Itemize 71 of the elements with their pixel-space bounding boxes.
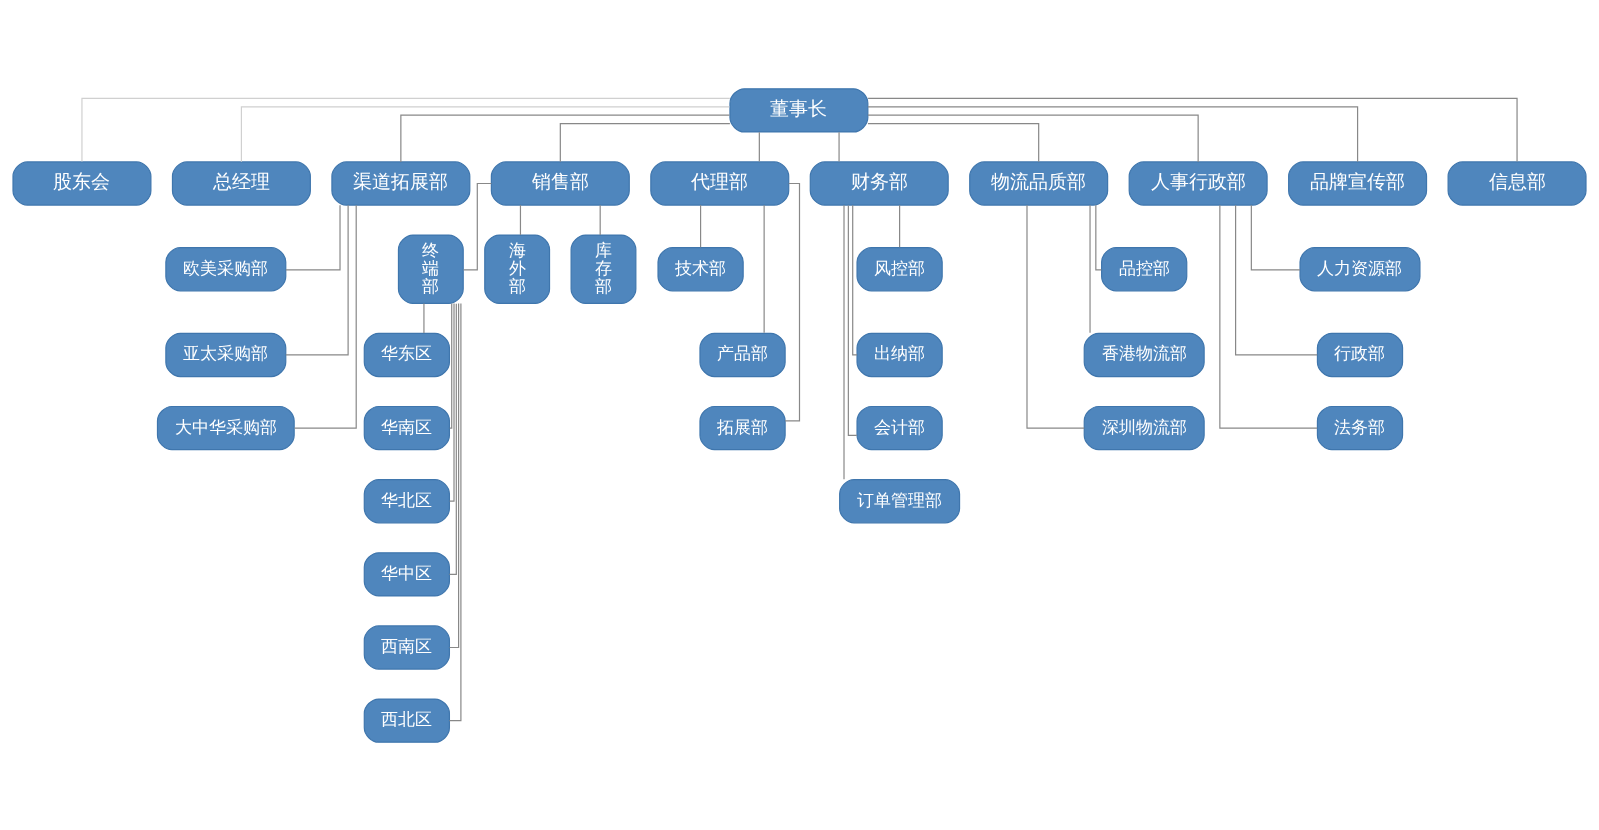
connector — [758, 131, 760, 162]
connector — [400, 114, 731, 162]
node-box: 股东会 — [12, 160, 152, 206]
connector — [763, 204, 765, 333]
connector — [838, 131, 840, 162]
node-box: 库存部 — [570, 233, 637, 304]
node-box: 财务部 — [809, 160, 949, 206]
connector — [463, 182, 492, 270]
node-box: 华南区 — [363, 405, 451, 450]
connector — [448, 302, 457, 575]
connector — [852, 204, 858, 356]
node-box: 行政部 — [1316, 332, 1404, 377]
connector — [867, 114, 1199, 162]
node-box: 产品部 — [699, 332, 786, 377]
node-box: 亚太采购部 — [165, 332, 287, 377]
connector — [293, 204, 357, 429]
node-box: 终端部 — [397, 233, 464, 304]
connector — [449, 302, 453, 429]
connector — [81, 97, 731, 162]
node-box: 出纳部 — [856, 332, 943, 377]
connector — [449, 302, 460, 648]
node-box: 总经理 — [171, 160, 311, 206]
connector — [899, 204, 901, 248]
node-box: 销售部 — [490, 160, 630, 206]
connector — [449, 302, 455, 502]
node-box: 人力资源部 — [1299, 246, 1421, 291]
connector — [1235, 204, 1318, 356]
node-box: 风控部 — [856, 246, 943, 291]
node-box: 董事长 — [729, 87, 869, 133]
connector — [847, 204, 858, 436]
node-box: 西南区 — [363, 624, 451, 670]
connector — [867, 105, 1359, 162]
node-box: 深圳物流部 — [1083, 405, 1205, 450]
node-box: 华北区 — [363, 478, 451, 523]
node-box: 华中区 — [363, 551, 451, 597]
connector — [843, 204, 845, 480]
connector — [285, 204, 341, 270]
connector — [519, 204, 522, 236]
connector — [559, 122, 731, 162]
node-box: 香港物流部 — [1083, 332, 1205, 377]
connector — [285, 204, 349, 356]
connector — [1095, 204, 1102, 270]
node-box: 海外部 — [484, 233, 551, 304]
connector — [867, 122, 1040, 162]
node-box: 华东区 — [363, 332, 451, 377]
connector — [700, 204, 702, 248]
node-box: 物流品质部 — [969, 160, 1109, 206]
node-box: 法务部 — [1316, 405, 1404, 450]
connector — [423, 302, 425, 333]
node-box: 大中华采购部 — [156, 405, 295, 450]
connector — [599, 204, 601, 236]
connector — [784, 182, 801, 421]
node-box: 订单管理部 — [839, 478, 961, 523]
node-box: 品牌宣传部 — [1288, 160, 1428, 206]
node-box: 拓展部 — [699, 405, 786, 450]
connector — [448, 302, 462, 721]
node-box: 欧美采购部 — [165, 246, 287, 291]
node-box: 代理部 — [650, 160, 790, 206]
connector — [240, 105, 730, 162]
node-box: 西北区 — [363, 697, 451, 743]
node-box: 人事行政部 — [1128, 160, 1268, 206]
connector — [867, 97, 1518, 162]
connector — [1250, 204, 1301, 270]
node-box: 品控部 — [1101, 246, 1188, 291]
node-box: 会计部 — [856, 405, 943, 450]
node-box: 信息部 — [1447, 160, 1587, 206]
connector — [1219, 204, 1318, 429]
connector — [1089, 204, 1091, 333]
node-box: 渠道拓展部 — [331, 160, 471, 206]
connector — [1026, 204, 1085, 429]
node-box: 技术部 — [657, 246, 744, 291]
